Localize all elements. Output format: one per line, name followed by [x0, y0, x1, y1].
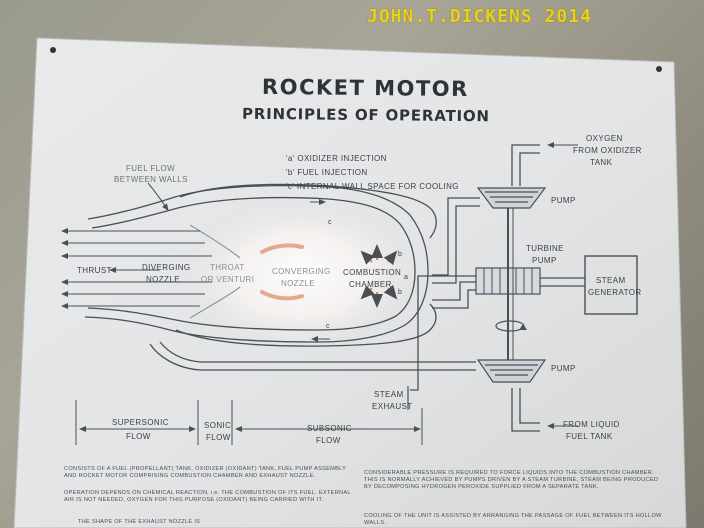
label-pump-bottom: PUMP — [551, 364, 576, 373]
bottom-pump — [476, 359, 547, 383]
label-sonic: SONIC — [204, 421, 232, 430]
label-subsonic: SUBSONIC — [307, 424, 352, 433]
photographer-watermark: JOHN.T.DICKENS 2014 — [367, 6, 592, 27]
mark-c-bottom: c — [326, 323, 330, 330]
label-steam-exhaust-1: STEAM — [374, 390, 404, 399]
paragraph-left-2: OPERATION DEPENDS ON CHEMICAL REACTION, … — [64, 490, 351, 503]
label-steam: STEAM — [596, 276, 626, 285]
flame-arcs — [260, 243, 304, 301]
label-pump-top: PUMP — [551, 196, 576, 205]
page-title: ROCKET MOTOR — [261, 74, 469, 102]
label-throat: THROAT — [210, 263, 245, 272]
label-supersonic-flow: FLOW — [126, 432, 151, 441]
top-pump — [476, 187, 547, 209]
label-converging: CONVERGING — [272, 267, 331, 276]
paragraph-left-1: CONSISTS OF A FUEL (PROPELLANT) TANK, OX… — [64, 466, 347, 479]
label-turbine-pump: PUMP — [532, 256, 557, 265]
paragraph-right-2: COOLING OF THE UNIT IS ASSISTED BY ARRAN… — [364, 513, 662, 526]
mark-a: a — [404, 274, 409, 281]
pipes — [149, 144, 585, 432]
label-venturi: OR VENTURI — [201, 275, 255, 284]
paragraph-right-1: CONSIDERABLE PRESSURE IS REQUIRED TO FOR… — [364, 470, 659, 490]
label-turbine: TURBINE — [526, 244, 564, 253]
label-between-walls: BETWEEN WALLS — [114, 175, 188, 184]
legend-cooling-space: 'c' INTERNAL WALL SPACE FOR COOLING — [286, 182, 459, 191]
rocket-chamber — [84, 183, 437, 347]
label-fuel-tank: FUEL TANK — [566, 432, 613, 441]
label-thrust: THRUST — [77, 266, 112, 275]
label-from-liquid: FROM LIQUID — [563, 420, 620, 429]
label-sonic-flow: FLOW — [206, 433, 231, 442]
throat-contour — [189, 224, 241, 319]
flow-regime-ruler — [75, 400, 423, 445]
screw-right — [656, 66, 662, 72]
page-subtitle: PRINCIPLES OF OPERATION — [241, 104, 490, 126]
label-chamber: CHAMBER — [349, 280, 392, 289]
mark-c-top: c — [328, 219, 332, 226]
label-fuel-flow: FUEL FLOW — [126, 164, 176, 173]
label-from-oxidizer: FROM OXIDIZER — [573, 146, 642, 155]
paragraph-left-3: THE SHAPE OF THE EXHAUST NOZZLE IS — [78, 519, 201, 525]
mark-b-bottom: b — [398, 289, 403, 296]
steam-generator-box — [584, 255, 638, 315]
label-subsonic-flow: FLOW — [316, 436, 341, 445]
label-diverging-nozzle: NOZZLE — [146, 275, 180, 284]
label-generator: GENERATOR — [588, 288, 642, 297]
mark-b-top: b — [398, 251, 403, 258]
thrust-arrows — [61, 228, 212, 309]
legend-fuel-injection: 'b' FUEL INJECTION — [286, 168, 368, 177]
legend-oxidizer-injection: 'a' OXIDIZER INJECTION — [286, 154, 387, 163]
label-converging-nozzle: NOZZLE — [281, 279, 315, 288]
label-tank: TANK — [590, 158, 613, 167]
label-combustion: COMBUSTION — [343, 268, 402, 277]
label-diverging: DIVERGING — [142, 263, 191, 272]
label-steam-exhaust-2: EXHAUST — [372, 402, 413, 411]
screw-left — [50, 47, 56, 53]
label-supersonic: SUPERSONIC — [112, 418, 169, 427]
fuel-flow-pointer — [147, 182, 169, 211]
label-oxygen: OXYGEN — [586, 134, 623, 143]
injection-arrows — [360, 244, 398, 308]
